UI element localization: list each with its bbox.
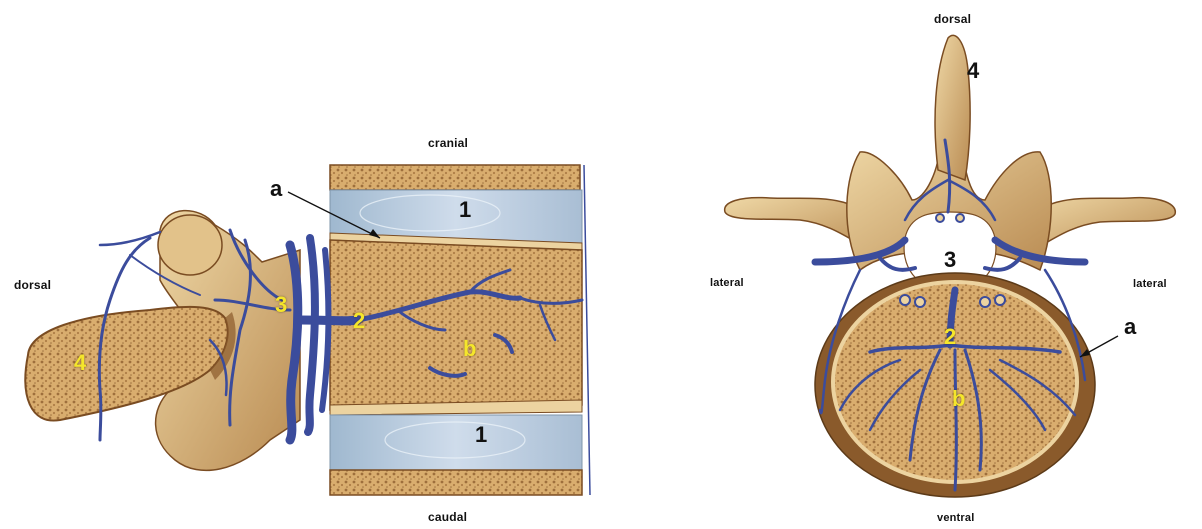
label-b-left: b bbox=[463, 338, 476, 360]
label-4-right: 4 bbox=[967, 60, 979, 82]
label-caudal: caudal bbox=[428, 510, 467, 524]
label-ventral: ventral bbox=[937, 512, 974, 524]
label-dorsal-left: dorsal bbox=[14, 278, 51, 292]
label-b-right: b bbox=[952, 388, 965, 410]
upper-vertebra-partial bbox=[330, 165, 580, 190]
label-4-left: 4 bbox=[74, 352, 86, 374]
label-cranial: cranial bbox=[428, 136, 468, 150]
label-a-left: a bbox=[270, 178, 282, 200]
label-2-right: 2 bbox=[944, 326, 956, 348]
lower-vertebra-partial bbox=[330, 470, 582, 495]
left-sagittal-view bbox=[25, 165, 590, 495]
label-a-right: a bbox=[1124, 316, 1136, 338]
label-lateral-left: lateral bbox=[710, 277, 744, 289]
spinous-process-right bbox=[935, 35, 970, 180]
articular-process bbox=[158, 215, 222, 275]
label-1-upper: 1 bbox=[459, 199, 471, 221]
lower-disc bbox=[330, 415, 582, 470]
label-3-right: 3 bbox=[944, 249, 956, 271]
label-dorsal-right: dorsal bbox=[934, 12, 971, 26]
label-1-lower: 1 bbox=[475, 424, 487, 446]
label-2-left: 2 bbox=[353, 310, 365, 332]
vertebral-body-left bbox=[330, 240, 582, 410]
label-3-left: 3 bbox=[275, 294, 287, 316]
label-lateral-right: lateral bbox=[1133, 278, 1167, 290]
